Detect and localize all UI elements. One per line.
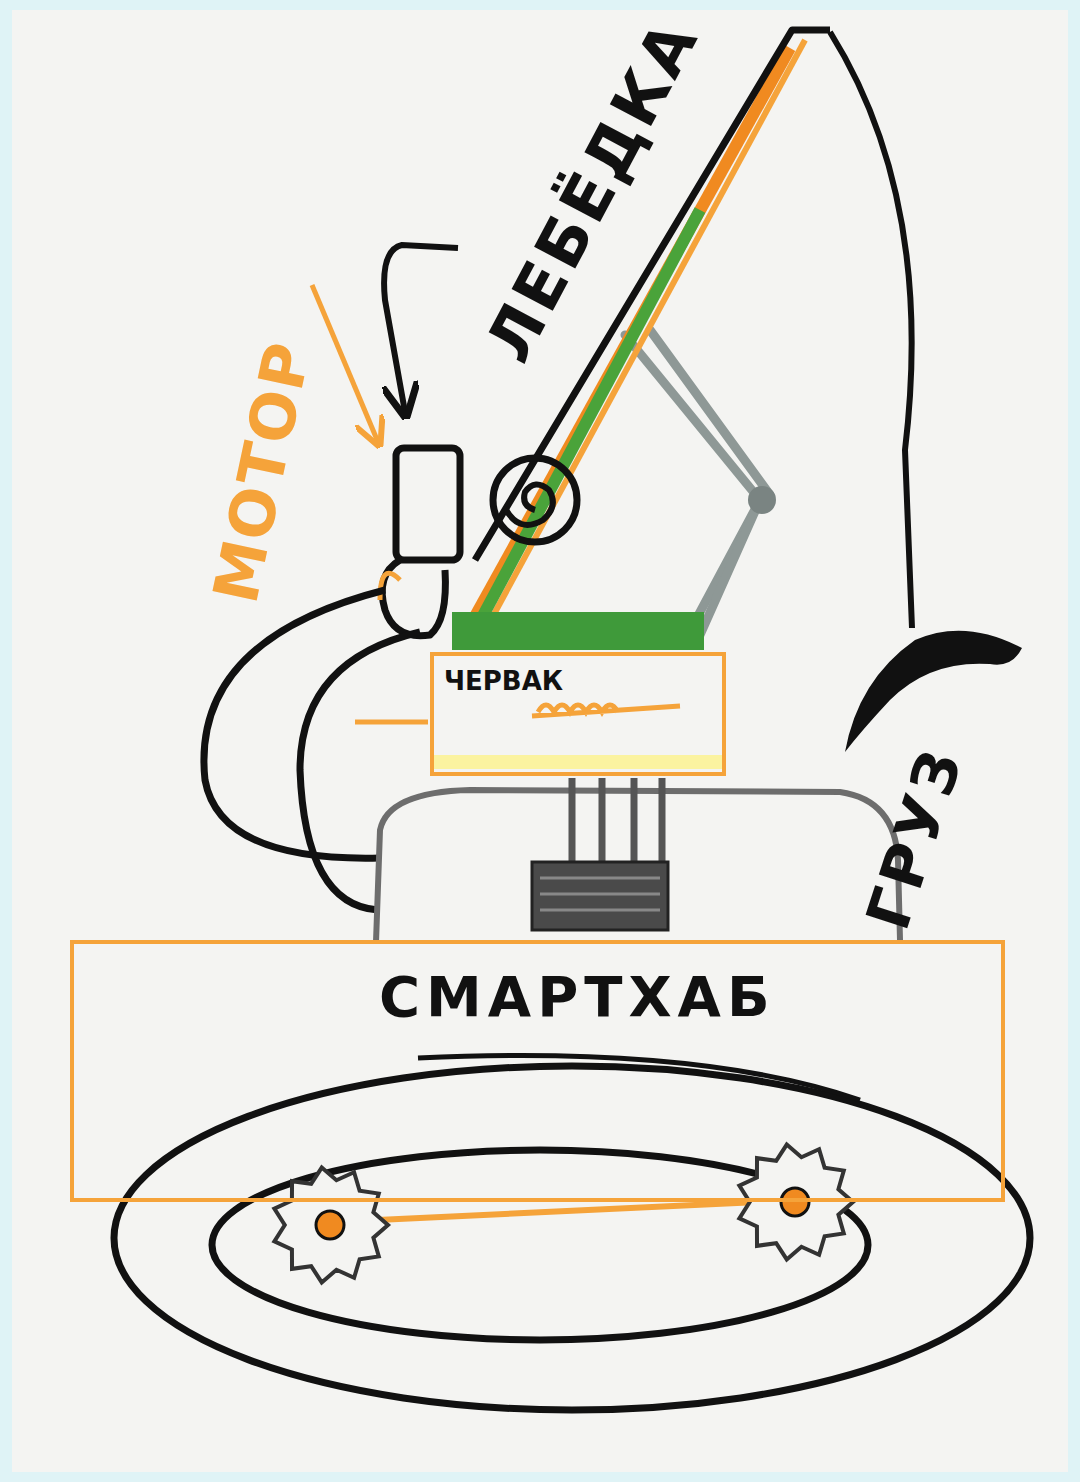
- sprocket-teeth: [274, 1168, 388, 1283]
- strut-joint: [748, 486, 776, 514]
- bearing-hatch: [540, 878, 660, 910]
- wire: [204, 590, 385, 858]
- track-outer: [114, 1066, 1030, 1410]
- winch-spiral: [505, 484, 553, 524]
- turret-column: [572, 778, 662, 862]
- sprocket: [274, 1168, 388, 1283]
- cable: [830, 32, 912, 628]
- turret-bearing: [532, 862, 668, 930]
- sprocket-hub: [316, 1211, 344, 1239]
- leader-arrow: [312, 285, 378, 442]
- worm-shaft: [355, 720, 428, 725]
- hub-box: СМАРТХАБ: [70, 940, 1005, 1202]
- part-label: ЛЕБЁДКА: [475, 9, 708, 371]
- node-text: СМАРТХАБ: [379, 964, 776, 1029]
- grab: [845, 631, 1022, 752]
- motor-trim: [380, 573, 400, 600]
- worm-gear-box: ЧЕРВАК: [430, 652, 726, 776]
- base-plate: [452, 612, 704, 650]
- leader-arrow: [384, 245, 458, 412]
- sprocket: [739, 1145, 853, 1260]
- wire: [300, 632, 420, 910]
- worm-coil: [532, 705, 680, 716]
- track-gears: [274, 1145, 853, 1283]
- turret: [376, 790, 900, 942]
- part-label: МОТОР: [204, 336, 320, 608]
- sprocket-hub: [781, 1188, 809, 1216]
- sprocket-teeth: [739, 1145, 853, 1260]
- boom-strut: [625, 330, 770, 640]
- part-label: ГРУЗ: [858, 740, 973, 936]
- track-axle: [335, 1200, 800, 1222]
- node-text: ЧЕРВАК: [444, 666, 563, 696]
- track-line: [418, 1056, 860, 1100]
- boom-green: [470, 210, 700, 640]
- worm-strip: [432, 755, 724, 769]
- winch-drum: [493, 458, 577, 542]
- motor-body: [396, 448, 460, 560]
